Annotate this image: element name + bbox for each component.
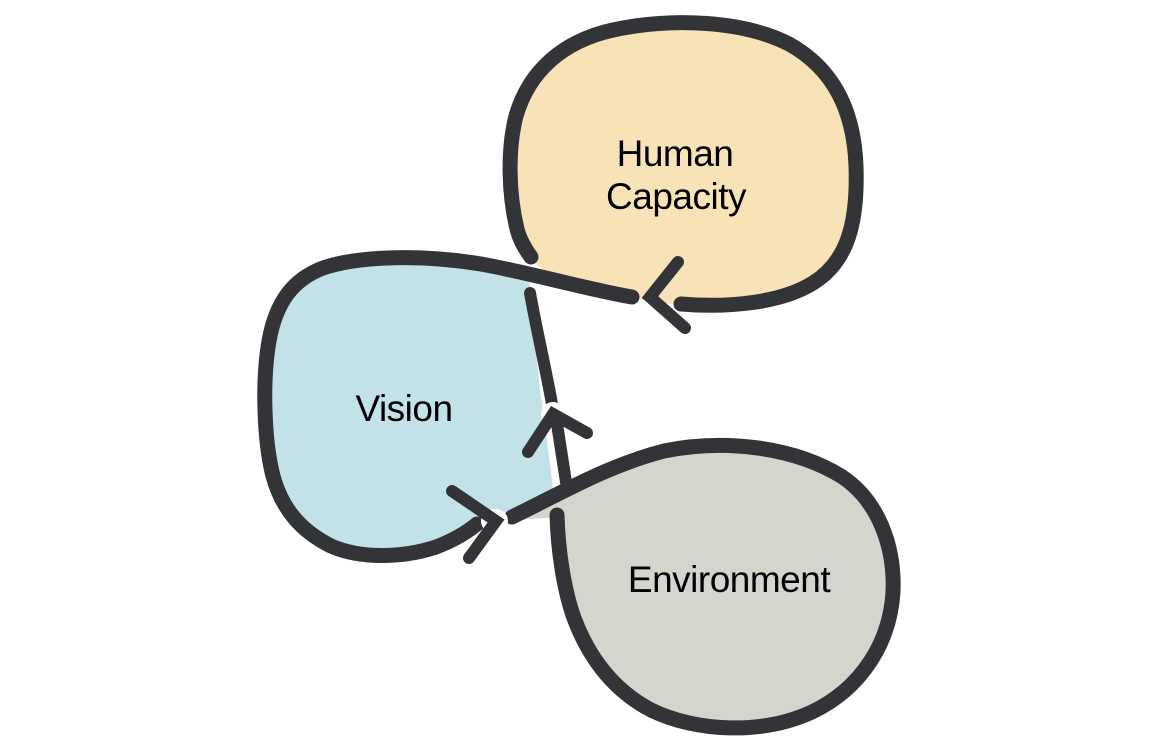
vision-shape: [266, 257, 553, 551]
node-vision: [266, 257, 553, 551]
environment-outline: [504, 437, 901, 736]
node-environment: [515, 447, 894, 728]
up-arrowhead-icon: [522, 406, 593, 458]
connector-lower-segment: [551, 418, 572, 488]
right-arrowhead-icon: [446, 485, 505, 564]
left-arrowhead-icon: [641, 256, 691, 334]
human-capacity-shape: [513, 22, 859, 307]
node-human-capacity: [513, 22, 859, 307]
human-capacity-label-line2: Capacity: [606, 176, 747, 217]
human-capacity-outline: [502, 15, 864, 313]
environment-label: Environment: [628, 559, 831, 600]
environment-shape: [515, 447, 894, 728]
vision-label: Vision: [355, 388, 452, 429]
human-capacity-label-line1: Human: [617, 133, 734, 174]
vision-outline: [257, 250, 640, 563]
environment-to-human-capacity-connector: [524, 287, 558, 410]
